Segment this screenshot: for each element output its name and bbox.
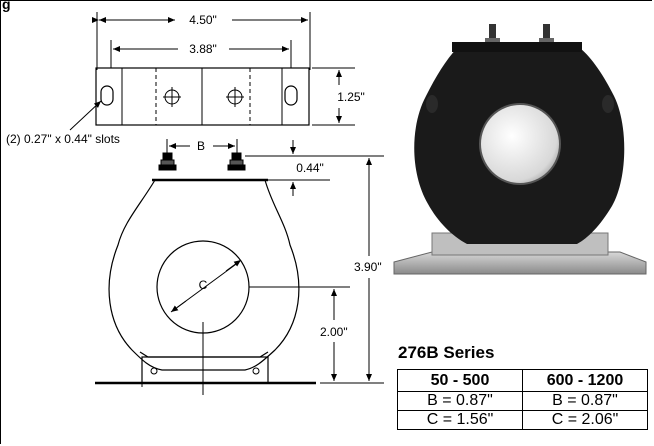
table-cell: B = 0.87" [397,391,523,411]
dim-window-diameter: C [199,278,208,292]
table-row: B = 0.87" B = 0.87" [397,391,648,411]
front-view [95,139,384,395]
dim-body-height: 1.25" [337,90,365,104]
table-cell: C = 2.06" [522,410,648,430]
column-header-50-500: 50 - 500 [397,369,523,392]
series-title: 276B Series [398,343,495,362]
series-spec-table: 50 - 500 600 - 1200 B = 0.87" B = 0.87" … [397,369,648,430]
slots-note: (2) 0.27" x 0.44" slots [6,132,120,146]
dim-overall-width: 4.50" [189,13,217,27]
cropped-heading-fragment: g [2,0,11,12]
current-transformer-photo [393,24,647,275]
table-row: C = 1.56" C = 2.06" [397,410,648,430]
column-header-600-1200: 600 - 1200 [522,369,648,392]
table-header-row: 50 - 500 600 - 1200 [397,369,648,392]
dim-terminal-height: 0.44" [296,161,324,175]
table-cell: C = 1.56" [397,410,523,430]
dim-hole-spacing: 3.88" [189,42,217,56]
dim-overall-height: 3.90" [354,260,382,274]
dim-center-height: 2.00" [320,325,348,339]
dim-terminal-spacing: B [197,139,205,153]
top-view [69,12,355,131]
table-cell: B = 0.87" [522,391,648,411]
